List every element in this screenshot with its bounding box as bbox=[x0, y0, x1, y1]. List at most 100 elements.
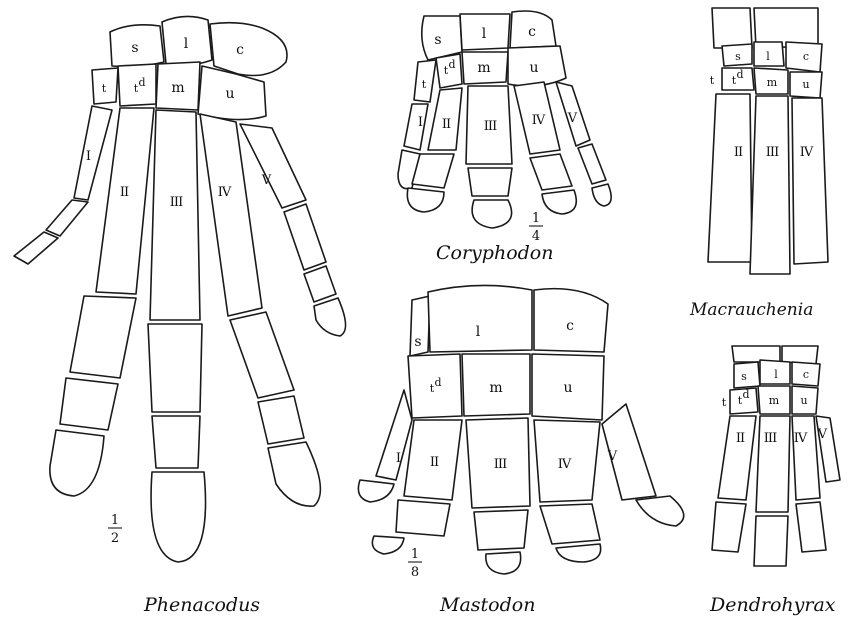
mastodon-digit-label-2: II bbox=[430, 455, 439, 470]
phenacodus-cuneiform bbox=[210, 23, 287, 76]
mastodon-scale-numerator: 1 bbox=[411, 547, 419, 562]
coryphodon-digit-5-phalanx bbox=[578, 144, 606, 184]
coryphodon-digit-2-phalanx bbox=[412, 154, 454, 188]
phenacodus-digit-1-tip bbox=[14, 232, 58, 264]
macrauchenia-label-u: u bbox=[802, 78, 809, 91]
caption-macrauchenia: Macrauchenia bbox=[690, 300, 813, 320]
mastodon-digit-label-5: V bbox=[607, 449, 618, 464]
phenacodus-digit-3-hoof bbox=[151, 472, 205, 562]
phenacodus-scale-numerator: 1 bbox=[111, 513, 119, 528]
dendrohyrax-digit-label-3: III bbox=[764, 431, 777, 446]
macrauchenia-digit-label-4: IV bbox=[800, 145, 814, 160]
dendrohyrax-hand: s l c t t d m u II III IV V bbox=[712, 346, 840, 566]
phenacodus-digit-1-phalanx bbox=[46, 200, 88, 236]
phenacodus-digit-4-phalanx-1 bbox=[230, 312, 294, 398]
coryphodon-label-t: t bbox=[422, 78, 427, 91]
dendrohyrax-digit-label-2: II bbox=[736, 431, 745, 446]
dendrohyrax-digit-label-5: V bbox=[817, 427, 828, 442]
caption-mastodon: Mastodon bbox=[440, 594, 535, 616]
mastodon-digit-3-phalanx bbox=[474, 510, 528, 550]
phenacodus-label-td-sup: d bbox=[138, 76, 145, 89]
macrauchenia-label-c: c bbox=[803, 50, 809, 63]
phenacodus-digit-2-hoof bbox=[50, 430, 104, 496]
dendrohyrax-label-m: m bbox=[769, 394, 780, 407]
dendrohyrax-radius bbox=[732, 346, 780, 362]
coryphodon-digit-3-hoof bbox=[472, 200, 511, 228]
macrauchenia-digit-4 bbox=[792, 98, 828, 264]
dendrohyrax-label-t: t bbox=[722, 396, 727, 409]
mastodon-label-c: c bbox=[566, 318, 574, 334]
macrauchenia-digit-2 bbox=[708, 94, 752, 262]
phenacodus-digit-2-phalanx-2 bbox=[60, 378, 118, 430]
mastodon-lunar bbox=[428, 285, 532, 352]
phenacodus-label-t: t bbox=[102, 82, 107, 95]
mastodon-digit-label-4: IV bbox=[558, 457, 572, 472]
caption-phenacodus: Phenacodus bbox=[144, 594, 260, 616]
phenacodus-digit-1 bbox=[74, 106, 112, 200]
dendrohyrax-label-c: c bbox=[803, 368, 809, 381]
dendrohyrax-label-td-sup: d bbox=[742, 388, 749, 401]
phenacodus-digit-5 bbox=[240, 124, 306, 208]
dendrohyrax-label-s: s bbox=[741, 370, 747, 383]
coryphodon-digit-2-tip bbox=[407, 188, 444, 212]
macrauchenia-digit-label-2: II bbox=[734, 145, 743, 160]
mastodon-digit-4-tip bbox=[556, 544, 601, 562]
coryphodon-digit-4-tip bbox=[542, 190, 576, 214]
coryphodon-digit-label-4: IV bbox=[532, 113, 546, 128]
mastodon-digit-2-phalanx bbox=[396, 500, 450, 536]
mastodon-digit-2-tip bbox=[372, 536, 404, 554]
dendrohyrax-scaphoid bbox=[734, 362, 760, 388]
macrauchenia-digit-label-3: III bbox=[766, 145, 779, 160]
coryphodon-scaphoid bbox=[422, 16, 462, 60]
mastodon-digit-1-tip bbox=[358, 480, 394, 502]
phenacodus-digit-5-phalanx-2 bbox=[304, 266, 336, 302]
coryphodon-hand: s l c t t d m u I II III IV V 1 4 bbox=[398, 11, 611, 244]
mastodon-label-u: u bbox=[563, 380, 572, 396]
coryphodon-digit-5-tip bbox=[592, 184, 611, 206]
phenacodus-label-m: m bbox=[171, 80, 184, 96]
dendrohyrax-digit-3-phalanx bbox=[754, 516, 788, 566]
coryphodon-label-l: l bbox=[482, 26, 487, 42]
mastodon-scale-denominator: 8 bbox=[411, 565, 419, 580]
phenacodus-digit-5-phalanx-1 bbox=[284, 204, 326, 270]
coryphodon-label-td-sup: d bbox=[448, 58, 455, 71]
coryphodon-label-u: u bbox=[529, 60, 538, 76]
coryphodon-label-m: m bbox=[477, 60, 490, 76]
macrauchenia-hand: s l c t t d m u II III IV bbox=[708, 8, 828, 274]
phenacodus-label-c: c bbox=[236, 42, 244, 58]
dendrohyrax-digit-5 bbox=[816, 416, 840, 482]
phenacodus-digit-label-4: IV bbox=[218, 185, 232, 200]
caption-coryphodon: Coryphodon bbox=[436, 242, 553, 264]
mastodon-digit-label-3: III bbox=[494, 457, 507, 472]
phenacodus-digit-4-phalanx-2 bbox=[258, 396, 304, 444]
phenacodus-hand: s l c t t d m u I II III IV V 1 2 bbox=[14, 16, 346, 562]
coryphodon-digit-label-2: II bbox=[442, 117, 451, 132]
phenacodus-digit-3 bbox=[150, 110, 200, 320]
coryphodon-digit-label-5: V bbox=[567, 111, 578, 126]
mastodon-label-td-sup: d bbox=[434, 376, 441, 389]
macrauchenia-label-t: t bbox=[710, 74, 715, 87]
dendrohyrax-label-u: u bbox=[800, 394, 807, 407]
coryphodon-label-s: s bbox=[434, 32, 441, 48]
mastodon-digit-3-hoof bbox=[486, 552, 521, 574]
phenacodus-digit-label-2: II bbox=[120, 185, 129, 200]
mastodon-digit-1 bbox=[376, 390, 412, 480]
macrauchenia-label-l: l bbox=[766, 50, 770, 63]
dendrohyrax-label-l: l bbox=[774, 368, 778, 381]
macrauchenia-digit-3 bbox=[750, 96, 790, 274]
mastodon-digit-5-tip bbox=[636, 496, 684, 526]
phenacodus-digit-2-phalanx-1 bbox=[70, 296, 136, 378]
macrauchenia-label-m: m bbox=[767, 76, 778, 89]
dendrohyrax-digit-label-4: IV bbox=[794, 431, 808, 446]
mastodon-digit-4-phalanx bbox=[540, 504, 600, 544]
dendrohyrax-digit-4-phalanx bbox=[796, 502, 826, 552]
macrauchenia-label-s: s bbox=[735, 50, 741, 63]
coryphodon-label-c: c bbox=[528, 24, 536, 40]
caption-dendrohyrax: Dendrohyrax bbox=[710, 594, 836, 616]
phenacodus-digit-label-3: III bbox=[170, 195, 183, 210]
phenacodus-label-l: l bbox=[184, 36, 189, 52]
coryphodon-digit-1 bbox=[404, 104, 428, 150]
coryphodon-scale-numerator: 1 bbox=[532, 211, 540, 226]
coryphodon-digit-3-phalanx bbox=[468, 168, 512, 196]
